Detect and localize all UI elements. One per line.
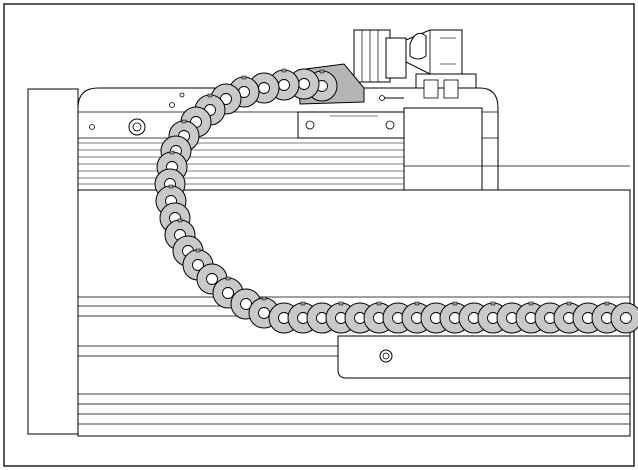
chain-link	[610, 302, 638, 334]
energy-chain	[154, 68, 638, 334]
chain-mounting-plate	[297, 111, 405, 139]
left-end-plate	[27, 88, 79, 435]
gear-motor-unit	[353, 29, 477, 101]
lower-bracket-plate	[337, 335, 631, 379]
